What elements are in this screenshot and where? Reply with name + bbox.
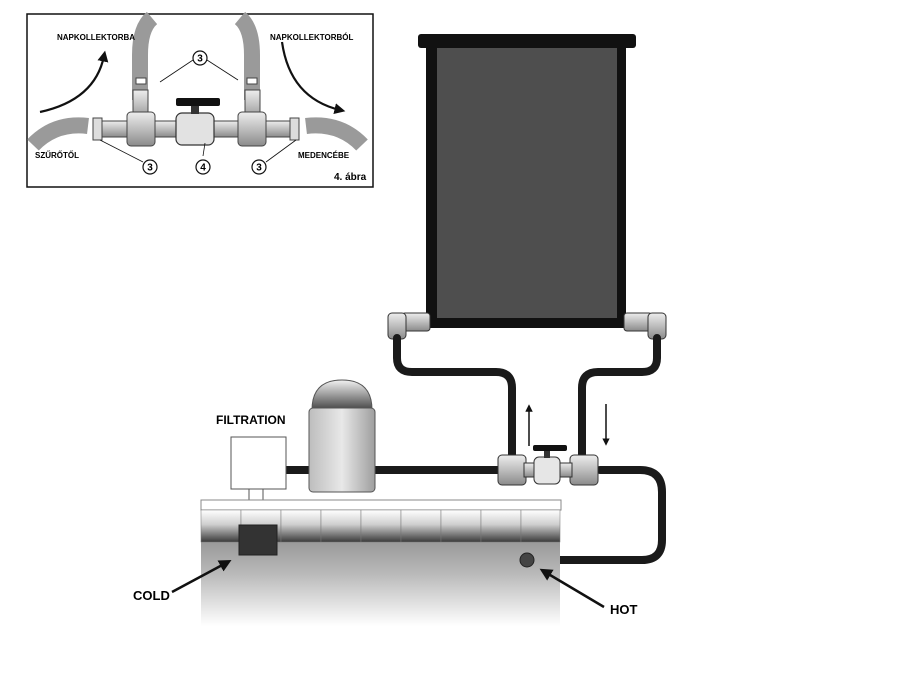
pipe-to-collector: [393, 334, 516, 466]
inset-valve-stem: [191, 104, 199, 114]
pipe-from-collector: [578, 334, 661, 466]
inset-coupling-left: [92, 117, 103, 141]
collector-bottom-bar: [426, 318, 626, 328]
label-hot: HOT: [610, 602, 638, 617]
inset-hose-from-collector: [234, 11, 260, 100]
inset-coupling-right: [289, 117, 300, 141]
collector-panel: [437, 48, 617, 322]
inset-callout-top: 3: [192, 50, 208, 66]
inset-tee-right: [237, 111, 267, 147]
inset-arrow-from-collector: [280, 41, 346, 115]
svg-text:3: 3: [197, 54, 203, 65]
inset-arrow-to-collector: [39, 50, 109, 114]
inset-cap-right: [246, 77, 258, 85]
inset-hose-to-pool: [305, 117, 368, 151]
inset-callout-right: 3: [251, 159, 267, 175]
inset-callout-left: 3: [142, 159, 158, 175]
label-from-filter: SZŰRŐTŐL: [35, 151, 79, 160]
inset-cap-left: [135, 77, 147, 85]
main-manifold: [497, 445, 599, 486]
label-cold: COLD: [133, 588, 170, 603]
inset-valve-body: [175, 112, 215, 146]
cold-arrow: [171, 560, 232, 594]
inset-valve-handle: [176, 98, 220, 106]
hot-arrow: [539, 568, 605, 609]
inset-tee-left: [126, 111, 156, 147]
main-valve-stem: [544, 449, 550, 458]
pipework: [282, 334, 666, 564]
return-jet: [519, 552, 535, 568]
label-filtration: FILTRATION: [216, 413, 286, 427]
inset-leader: [202, 142, 206, 157]
label-to-collector: NAPKOLLEKTORBA: [57, 33, 135, 42]
main-tee-left: [497, 454, 527, 486]
pump-filter-unit: FILTRATION: [216, 379, 376, 502]
pump-housing: [308, 407, 376, 493]
svg-text:3: 3: [256, 163, 262, 174]
main-valve-handle: [533, 445, 567, 451]
skimmer-inlet: [238, 524, 278, 556]
svg-text:3: 3: [147, 163, 153, 174]
main-valve-body: [533, 456, 561, 485]
svg-text:4: 4: [200, 163, 206, 174]
inset-leader: [206, 59, 239, 81]
inset-hose-from-filter: [27, 117, 89, 151]
inset-leader: [99, 139, 144, 163]
inset-hose-to-collector: [132, 11, 158, 100]
label-to-pool: MEDENCÉBE: [298, 151, 350, 160]
solar-collector: [387, 34, 667, 340]
pool: [200, 499, 562, 626]
pool-deck: [200, 499, 562, 511]
inset-leader: [265, 139, 297, 163]
main-tee-right: [569, 454, 599, 486]
inset-callout-valve: 4: [195, 159, 211, 175]
label-from-collector: NAPKOLLEKTORBÓL: [270, 33, 354, 42]
filter-box: [230, 436, 287, 490]
figure-caption: 4. ábra: [334, 172, 367, 183]
inset-figure: 3 3 4 3 NAPKOLLEKTORBA NAPKOLLEKTORBÓL S…: [26, 11, 374, 188]
pump-dome: [311, 379, 373, 411]
inset-leader: [159, 59, 194, 83]
pipe-return-to-pool: [556, 466, 666, 564]
filter-stand: [248, 488, 264, 502]
